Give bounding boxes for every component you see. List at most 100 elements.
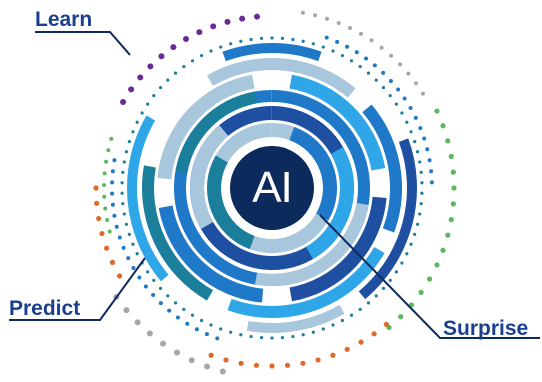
decorative-dot [389, 53, 394, 58]
decorative-dot [120, 99, 127, 105]
decorative-dot [127, 232, 131, 236]
surprise-leader-line [319, 214, 540, 339]
decorative-dot [120, 191, 124, 195]
decorative-dot [381, 86, 386, 90]
ring-segment [227, 246, 385, 318]
ring-segment [246, 304, 345, 333]
decorative-dot [429, 180, 434, 185]
decorative-dot [160, 340, 167, 347]
decorative-dot [388, 78, 393, 83]
decorative-dot [254, 13, 261, 20]
decorative-dot [183, 36, 189, 43]
ring-segment [289, 196, 387, 302]
decorative-dot [175, 315, 180, 320]
decorative-dot [434, 262, 440, 268]
ring-segment [158, 205, 264, 303]
decorative-dot [102, 183, 107, 188]
decorative-dot [451, 185, 457, 191]
decorative-dot [418, 289, 424, 295]
decorative-dot [199, 53, 204, 58]
decorative-dot [147, 63, 154, 70]
decorative-dot [114, 224, 119, 229]
ring-segment [289, 126, 337, 221]
decorative-dot [420, 191, 424, 195]
decorative-dot [110, 191, 115, 196]
decorative-dot [131, 130, 135, 134]
decorative-dot [364, 56, 369, 61]
decorative-dot [239, 39, 243, 43]
decorative-dot [112, 158, 117, 163]
decorative-dot [440, 247, 446, 253]
decorative-dot [112, 213, 117, 218]
decorative-dot [420, 181, 424, 185]
ring-segment [207, 155, 255, 250]
decorative-dot [194, 327, 199, 332]
decorative-dot [414, 81, 419, 86]
decorative-dot [124, 150, 129, 154]
decorative-dot [167, 308, 172, 313]
decorative-dot [315, 357, 321, 363]
ring-segment [305, 147, 354, 260]
decorative-dot [121, 202, 125, 206]
decorative-dot [402, 96, 407, 101]
decorative-dot [110, 202, 115, 207]
decorative-dot [215, 336, 220, 341]
decorative-dot [137, 275, 142, 280]
decorative-dot [106, 148, 111, 153]
decorative-dot [301, 39, 305, 43]
decorative-dot [151, 293, 156, 298]
decorative-dot [330, 352, 336, 358]
decorative-dot [224, 18, 231, 25]
decorative-dot [146, 102, 150, 106]
decorative-dot [190, 313, 195, 317]
decorative-dot [420, 91, 425, 96]
decorative-dot [134, 319, 141, 326]
decorative-dot [388, 278, 392, 282]
decorative-dot [158, 286, 163, 290]
decorative-dot [259, 336, 264, 340]
decorative-dot [313, 13, 318, 18]
ring-segment [190, 125, 229, 229]
decorative-dot [440, 123, 446, 129]
decorative-dot [291, 37, 295, 42]
decorative-dot [448, 153, 454, 159]
decorative-dot [450, 169, 456, 175]
decorative-dot [188, 357, 195, 364]
decorative-dot [166, 294, 170, 298]
decorative-dot [170, 44, 177, 51]
decorative-dot [131, 242, 135, 246]
decorative-dot [102, 171, 107, 176]
decorative-dot [219, 368, 226, 375]
decorative-dot [331, 49, 335, 53]
decorative-dot [152, 278, 156, 282]
decorative-dot [359, 31, 363, 36]
decorative-dot [284, 362, 291, 368]
decorative-dot [219, 327, 223, 331]
decorative-dot [409, 242, 413, 246]
decorative-dot [358, 339, 364, 345]
decorative-dot [374, 294, 378, 298]
predict-leader-line [9, 257, 146, 321]
ai-center-disc [230, 146, 314, 230]
decorative-dot [103, 206, 108, 211]
decorative-dot [336, 20, 341, 25]
decorative-dot [408, 106, 413, 110]
decorative-dot [120, 181, 124, 185]
decorative-dot [340, 53, 345, 58]
label-surprise: Surprise [443, 317, 529, 340]
decorative-dot [344, 346, 350, 352]
decorative-dot [413, 115, 418, 120]
decorative-dot [121, 170, 125, 174]
decorative-dot [182, 65, 186, 69]
ai-center-text: AI [252, 163, 293, 212]
decorative-dot [122, 212, 126, 216]
decorative-dot [249, 37, 253, 42]
decorative-dot [94, 200, 100, 206]
decorative-dot [325, 16, 330, 21]
decorative-dot [110, 180, 115, 185]
decorative-dot [204, 363, 211, 370]
decorative-dot [93, 185, 99, 191]
decorative-dot [434, 108, 440, 114]
decorative-dot [374, 78, 378, 82]
